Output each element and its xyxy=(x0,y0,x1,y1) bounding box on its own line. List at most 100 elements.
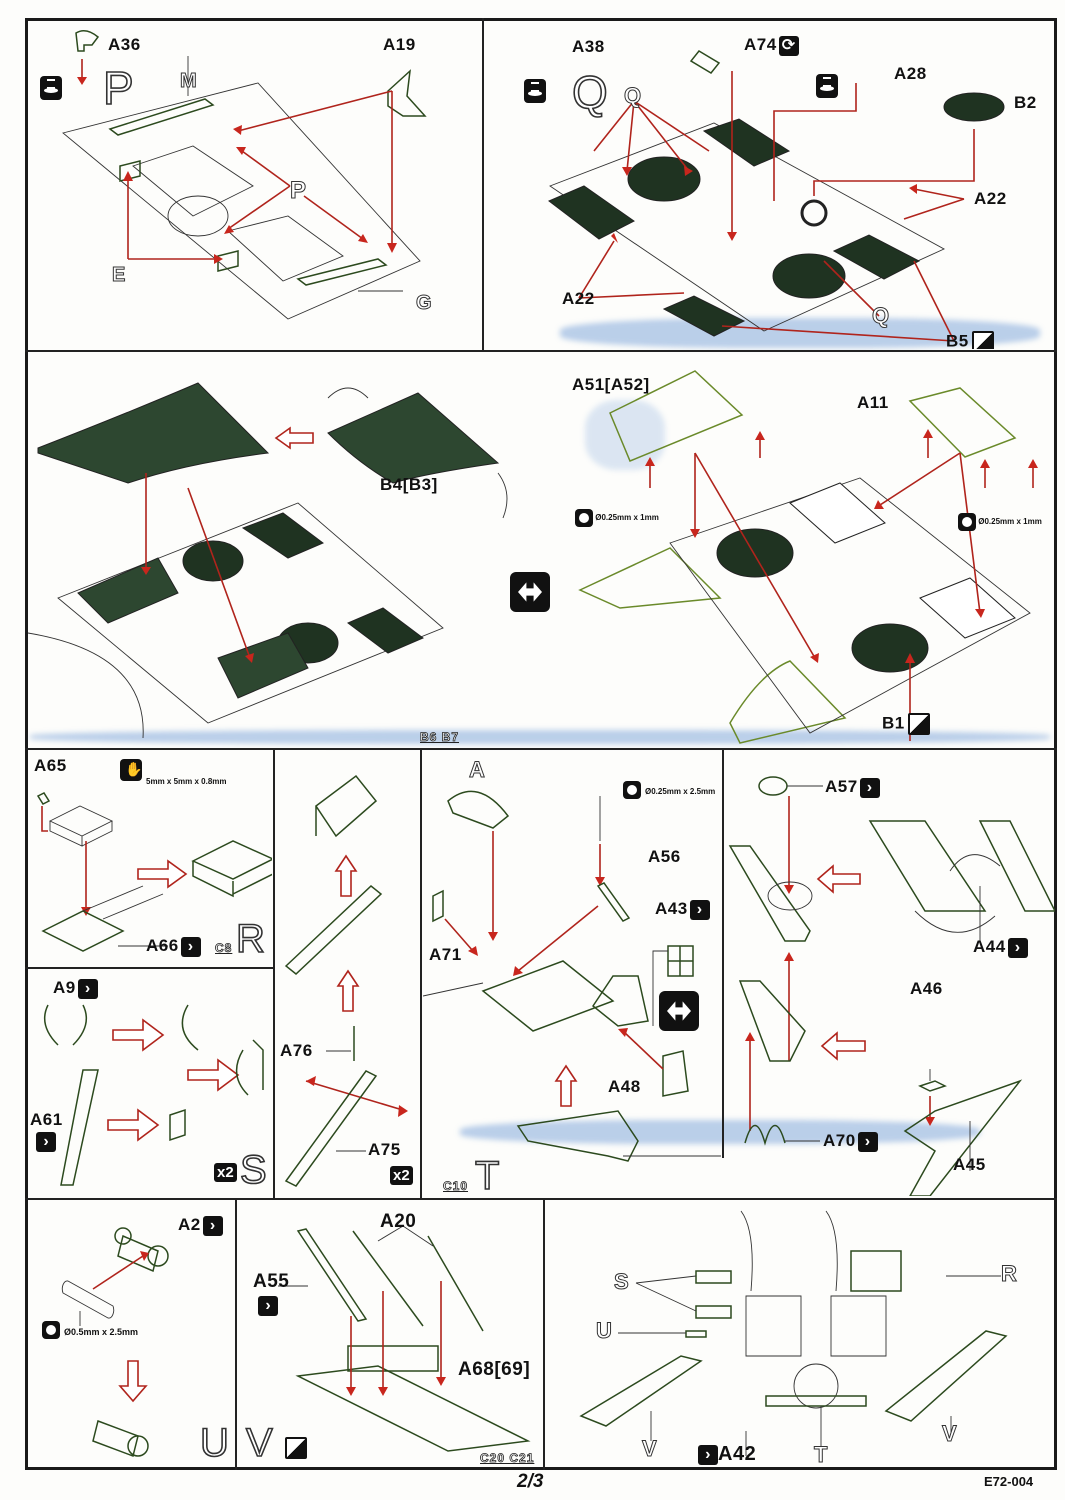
a-part xyxy=(447,790,510,829)
fold-icon: › xyxy=(857,1131,878,1152)
hatch-dark xyxy=(851,623,929,673)
t-base xyxy=(516,1110,639,1162)
fold-arrow xyxy=(327,387,369,399)
divider xyxy=(235,1198,237,1470)
b2-part xyxy=(943,92,1005,122)
fender-bracket xyxy=(738,980,806,1062)
part-label-a46: A46 xyxy=(910,979,943,998)
part-label-a9: A9› xyxy=(53,978,98,999)
wire-icon xyxy=(623,781,641,799)
hatch-dark xyxy=(772,253,846,299)
mesh-screen xyxy=(37,382,270,484)
page-frame xyxy=(25,18,1057,1470)
muffler xyxy=(830,1295,887,1357)
part-label-a36: A36 xyxy=(108,35,141,54)
part-label-a11: A11 xyxy=(857,393,889,412)
fold-arrow xyxy=(914,910,996,933)
divider xyxy=(25,967,275,969)
panel-final-assembly: S U V V R T ›A42 xyxy=(546,1201,1054,1469)
a66-text: A66 xyxy=(146,936,179,955)
screen-b5 xyxy=(832,234,921,280)
a11-plate xyxy=(908,387,1017,458)
a44-text: A44 xyxy=(973,937,1006,956)
a9-part xyxy=(43,1004,88,1046)
panel-outline xyxy=(132,145,254,217)
a45-part xyxy=(903,1079,1023,1196)
callout-q: Q xyxy=(623,83,642,108)
deck-plate xyxy=(669,477,1031,734)
step-v-drawing xyxy=(278,1225,531,1452)
ladder-assembled xyxy=(314,774,378,838)
a19-part xyxy=(387,69,427,117)
part-label-a22: A22 xyxy=(562,289,595,308)
a36-part xyxy=(75,30,100,52)
a2-end xyxy=(114,1227,132,1245)
e-part xyxy=(119,160,141,182)
callout-g: G xyxy=(416,292,433,314)
part-label-a55: A55 xyxy=(253,1271,290,1292)
a9-folded xyxy=(181,1004,199,1051)
strap xyxy=(82,885,164,920)
assembly-arrow xyxy=(816,864,861,894)
a48-part xyxy=(662,1050,689,1097)
photo-etch-icon xyxy=(907,713,930,735)
screen-b5 xyxy=(241,512,324,559)
part-label-b5: B5 xyxy=(946,331,994,349)
final-assembly-drawing xyxy=(579,1210,1008,1456)
step-s-drawing xyxy=(43,1004,264,1186)
panel-step-p: A36 A19 P M P E G xyxy=(28,21,480,349)
fold-icon: › xyxy=(698,1444,718,1465)
mirror-icon xyxy=(659,991,699,1031)
part-label-a2: A2› xyxy=(178,1215,223,1236)
step-t-drawing xyxy=(423,790,721,1162)
scan-wash xyxy=(585,400,665,470)
fold-icon: › xyxy=(36,1132,56,1152)
a55-part xyxy=(296,1228,368,1322)
a70-text: A70 xyxy=(823,1131,856,1150)
a51-plate xyxy=(609,370,744,462)
callout-m: M xyxy=(180,70,198,92)
turret-outline xyxy=(28,632,144,739)
quantity-badge: x2 xyxy=(390,1166,413,1185)
a70-part xyxy=(744,1124,786,1146)
glue-icon xyxy=(40,76,62,100)
wire-spec: Ø0.25mm x 1mm xyxy=(575,509,659,527)
r-box xyxy=(850,1250,902,1292)
part-label-a65: A65 xyxy=(34,756,67,775)
panel-step-v: A20 A55 › A68[69] V C20 C21 xyxy=(238,1201,542,1469)
part-label-a56: A56 xyxy=(648,847,681,866)
part-label-a75: A75 xyxy=(368,1140,401,1159)
part-label-b4-b3: B4[B3] xyxy=(380,475,438,494)
quantity-badge: x2 xyxy=(214,1163,237,1182)
ladder-drawing xyxy=(284,774,408,1187)
hand-icon: ✋ xyxy=(120,759,142,781)
step-letter: P xyxy=(102,62,134,114)
hatch xyxy=(167,195,229,237)
assembly-arrow xyxy=(336,969,360,1012)
part-label-a74: A74⟳ xyxy=(744,35,799,56)
screens-right-drawing xyxy=(578,370,1038,744)
ref-code: C10 xyxy=(443,1179,469,1194)
fold-arrow xyxy=(497,472,508,519)
a66-part xyxy=(41,910,125,952)
panel-fender: A57› A44› A46 A45 A70› xyxy=(725,751,1055,1196)
a43-text: A43 xyxy=(655,899,688,918)
divider xyxy=(482,18,484,350)
part-label-a44: A44› xyxy=(973,937,1028,958)
assembly-arrow xyxy=(187,1058,240,1092)
assembly-arrow xyxy=(274,426,314,450)
ref-code: C8 xyxy=(215,941,233,956)
part-label-a76: A76 xyxy=(280,1041,313,1060)
panel-ladder: A76 A75 x2 xyxy=(276,751,419,1196)
ladder-a75 xyxy=(284,1070,378,1187)
glue-icon xyxy=(816,74,838,98)
wire-spec: Ø0.25mm x 2.5mm xyxy=(645,787,716,796)
a61-folded xyxy=(169,1108,186,1142)
screen-b5 xyxy=(702,118,791,167)
part-label-a38: A38 xyxy=(572,37,605,56)
part-label-a20: A20 xyxy=(380,1211,417,1232)
a74-text: A74 xyxy=(744,35,777,54)
step-u-drawing xyxy=(61,1227,169,1457)
part-label-a68-69: A68[69] xyxy=(458,1359,531,1380)
a9-text: A9 xyxy=(53,978,76,997)
